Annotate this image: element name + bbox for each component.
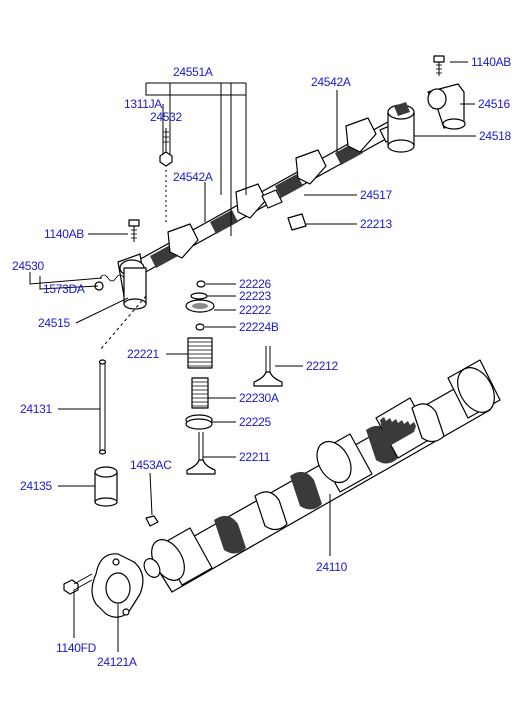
bolt-1140ab-top (433, 55, 445, 76)
label-24542a-mid: 24542A (173, 170, 213, 184)
label-1140ab-left: 1140AB (44, 227, 84, 241)
label-22224b: 22224B (239, 320, 279, 334)
leader-lines (29, 61, 476, 652)
push-rod (98, 295, 147, 455)
label-1140fd: 1140FD (56, 641, 97, 655)
label-22226: 22226 (239, 277, 271, 291)
label-22212: 22212 (306, 359, 338, 373)
label-22223: 22223 (239, 289, 271, 303)
label-24517: 24517 (360, 188, 392, 202)
camshaft (143, 359, 501, 593)
valve-components (185, 280, 283, 475)
part-labels: 24551A 1311JA 24532 24542A 24542A 1140AB… (12, 55, 512, 669)
woodruff-key (145, 515, 159, 527)
rocker-shaft (94, 83, 466, 310)
label-22225: 22225 (239, 415, 271, 429)
label-24532: 24532 (150, 110, 182, 124)
label-24518: 24518 (479, 129, 511, 143)
label-24516: 24516 (478, 97, 510, 111)
label-22230a: 22230A (239, 391, 279, 405)
label-24131: 24131 (20, 402, 52, 416)
label-24551a: 24551A (173, 65, 213, 79)
label-1453ac: 1453AC (130, 458, 172, 472)
tappet (94, 466, 118, 507)
label-24121a: 24121A (97, 655, 137, 669)
label-1311ja: 1311JA (124, 97, 162, 111)
bolt-1140ab-left (128, 219, 140, 242)
label-22213: 22213 (360, 217, 392, 231)
bolt-1140fd (63, 573, 93, 595)
label-22211: 22211 (239, 450, 271, 464)
adjusting-screw (159, 128, 173, 225)
label-24542a-top: 24542A (311, 75, 351, 89)
label-22222: 22222 (239, 303, 271, 317)
label-1140ab-top: 1140AB (471, 55, 511, 69)
thrust-plate (91, 553, 144, 618)
label-1573da: 1573DA (43, 282, 85, 296)
label-24110: 24110 (316, 560, 348, 574)
label-24135: 24135 (20, 479, 52, 493)
label-22221: 22221 (127, 347, 159, 361)
label-24530: 24530 (12, 259, 44, 273)
label-24515: 24515 (38, 316, 70, 330)
